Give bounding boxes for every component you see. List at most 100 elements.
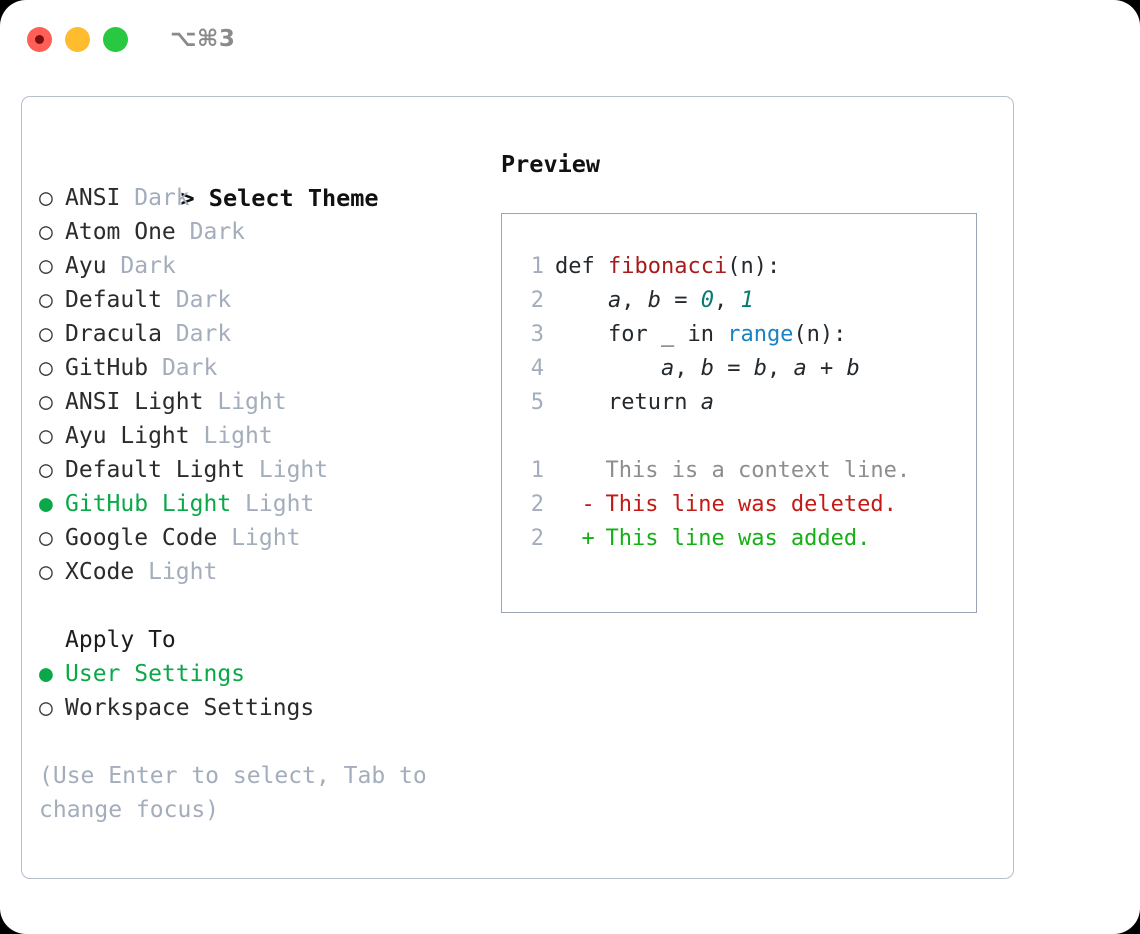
code-token — [555, 288, 608, 313]
theme-mode-label: Light — [245, 491, 315, 517]
code-token: def — [555, 254, 608, 279]
radio-unselected-icon: ○ — [39, 525, 53, 551]
apply-to-option[interactable]: ○Workspace Settings — [39, 691, 509, 725]
theme-name-label: Atom One — [65, 219, 176, 245]
radio-unselected-icon: ○ — [39, 457, 53, 483]
theme-dialog-panel: > Select Theme ○ANSI Dark○Atom One Dark○… — [21, 96, 1014, 879]
apply-to-heading: Apply To — [65, 627, 176, 653]
preview-title: Preview — [501, 150, 601, 178]
apply-to-option-label: User Settings — [65, 661, 246, 687]
theme-label-spacer — [120, 185, 134, 211]
diff-sign: - — [581, 492, 595, 517]
code-token: = — [713, 356, 754, 381]
theme-list-item[interactable]: ●GitHub Light Light — [39, 487, 509, 521]
theme-list-item[interactable]: ○Google Code Light — [39, 521, 509, 555]
theme-label-spacer — [203, 389, 217, 415]
theme-name-label: Ayu — [65, 253, 107, 279]
theme-name-label: Google Code — [65, 525, 218, 551]
apply-to-options: ● User Settings ○Workspace Settings — [39, 657, 509, 725]
close-dot-icon — [35, 34, 44, 44]
theme-list: ○ANSI Dark○Atom One Dark○Ayu Dark○Defaul… — [39, 181, 509, 589]
code-line: 4 a, b = b, a + b — [502, 352, 976, 386]
radio-unselected-icon: ○ — [39, 185, 53, 211]
code-token: (n): — [727, 254, 781, 279]
code-token: for — [555, 322, 661, 347]
code-token: , — [621, 288, 648, 313]
diff-text: This line was added. — [605, 526, 871, 551]
code-line: 2 a, b = 0, 1 — [502, 284, 976, 318]
theme-label-spacer — [148, 355, 162, 381]
diff-sign — [582, 454, 606, 488]
code-token: (n): — [793, 322, 847, 347]
theme-label-spacer — [134, 559, 148, 585]
caret-icon: > — [180, 184, 195, 212]
diff-sign: + — [581, 526, 595, 551]
code-line-number: 3 — [530, 322, 544, 347]
code-token: 0 — [700, 288, 714, 313]
radio-unselected-icon: ○ — [39, 559, 53, 585]
theme-label-spacer — [176, 219, 190, 245]
theme-list-item[interactable]: ○ANSI Light Light — [39, 385, 509, 419]
theme-label-spacer — [231, 491, 245, 517]
theme-name-label: Default — [65, 287, 162, 313]
theme-mode-label: Dark — [175, 287, 232, 313]
code-token: , — [713, 288, 741, 313]
code-token: a — [607, 288, 622, 313]
code-token: return — [555, 390, 701, 415]
code-line-number: 1 — [530, 254, 544, 279]
code-token: a — [660, 356, 675, 381]
radio-unselected-icon: ○ — [39, 695, 53, 721]
radio-unselected-icon: ○ — [39, 389, 53, 415]
theme-list-item[interactable]: ○Dracula Dark — [39, 317, 509, 351]
apply-to-option[interactable]: ● User Settings — [39, 657, 509, 691]
theme-label-spacer — [245, 457, 259, 483]
code-token: , — [766, 356, 794, 381]
theme-list-item[interactable]: ○ XCode Light — [39, 555, 509, 589]
theme-mode-label: Dark — [161, 355, 218, 381]
select-theme-title: Select Theme — [208, 184, 379, 212]
theme-list-item[interactable]: ○Atom One Dark — [39, 215, 509, 249]
code-line: 5 return a — [502, 386, 976, 420]
code-token: a — [793, 356, 807, 381]
code-token: = — [660, 288, 701, 313]
theme-list-item[interactable]: ○Default Dark — [39, 283, 509, 317]
theme-list-item[interactable]: ○Ayu Light Light — [39, 419, 509, 453]
code-token: b — [753, 356, 767, 381]
close-button-icon[interactable] — [27, 26, 52, 52]
theme-label-spacer — [162, 321, 176, 347]
minimize-button-icon[interactable] — [65, 26, 90, 52]
radio-selected-icon: ● — [39, 661, 53, 687]
code-token: b — [647, 288, 661, 313]
diff-line-number: 1 — [530, 458, 544, 483]
theme-list-item[interactable]: ○GitHub Dark — [39, 351, 509, 385]
radio-unselected-icon: ○ — [39, 219, 53, 245]
theme-name-label: XCode — [65, 559, 135, 585]
theme-list-item[interactable]: ○Ayu Dark — [39, 249, 509, 283]
theme-label-spacer — [107, 253, 121, 279]
radio-unselected-icon: ○ — [39, 253, 53, 279]
code-token: 1 — [740, 288, 754, 313]
code-token: , — [674, 356, 701, 381]
theme-name-label: ANSI — [65, 185, 121, 211]
code-token: b — [846, 356, 860, 381]
code-token: b — [700, 356, 714, 381]
keyboard-hint-text: (Use Enter to select, Tab to change focu… — [39, 763, 427, 823]
theme-list-item[interactable]: ○ANSI Dark — [39, 181, 509, 215]
code-line-number: 5 — [530, 390, 544, 415]
theme-mode-label: Light — [203, 423, 273, 449]
maximize-button-icon[interactable] — [103, 26, 128, 52]
keyboard-shortcut-label: ⌥⌘3 — [170, 26, 236, 52]
theme-list-item[interactable]: ○Default Light Light — [39, 453, 509, 487]
radio-unselected-icon: ○ — [39, 355, 53, 381]
theme-label-spacer — [190, 423, 204, 449]
dialog-columns: > Select Theme ○ANSI Dark○Atom One Dark○… — [22, 97, 1013, 878]
diff-line-number: 2 — [530, 492, 544, 517]
code-token: range — [727, 322, 794, 347]
code-token: fibonacci — [607, 254, 728, 279]
titlebar: ⌥⌘3 — [0, 0, 1140, 78]
diff-line: 2 -This line was deleted. — [502, 488, 976, 522]
theme-mode-label: Light — [148, 559, 218, 585]
